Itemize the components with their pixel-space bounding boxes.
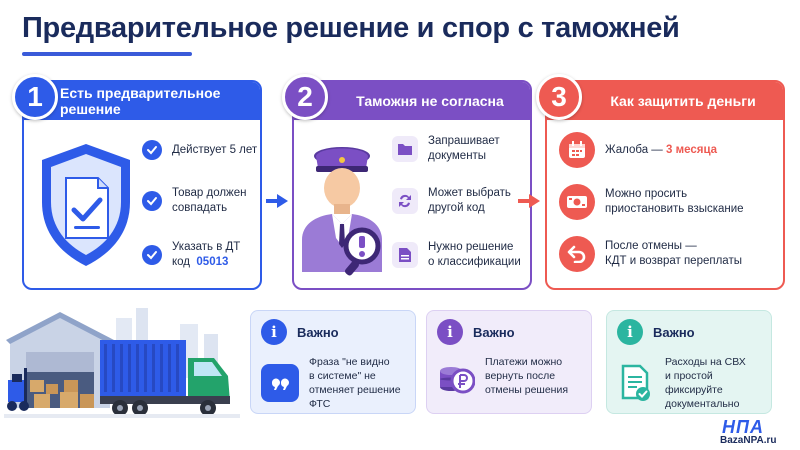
step-2-badge: 2	[282, 74, 328, 120]
calendar-icon	[559, 132, 595, 168]
complaint-term: 3 месяца	[666, 143, 718, 156]
step-1-heading: Есть предварительное решение	[24, 82, 260, 120]
customs-officer-icon	[302, 147, 382, 276]
step-3-card: Как защитить деньги Жалоба — 3 месяца Мо…	[545, 80, 785, 290]
money-icon	[559, 184, 595, 220]
site-link[interactable]: BazaNPA.ru	[720, 435, 777, 446]
warehouse-truck-illustration	[4, 308, 240, 418]
step-2-heading: Таможня не согласна	[294, 82, 530, 120]
info-icon: i	[437, 319, 463, 345]
arrow-right-icon	[518, 194, 540, 208]
coins-icon	[437, 357, 475, 395]
step-3-item-3: После отмены —КДТ и возврат переплаты	[559, 236, 742, 272]
step-1-badge: 1	[12, 74, 58, 120]
info-icon: i	[617, 319, 643, 345]
step-3-badge: 3	[536, 74, 582, 120]
step-1-card: Есть предварительное решение Действует 5…	[22, 80, 262, 290]
page-title: Предварительное решение и спор с таможне…	[22, 12, 680, 44]
check-icon	[142, 191, 162, 211]
folder-icon	[392, 136, 418, 162]
title-underline	[22, 52, 192, 56]
undo-icon	[559, 236, 595, 272]
checked-document-icon	[617, 364, 655, 402]
brand-logo: НПА	[722, 417, 764, 437]
step-1-item-1: Действует 5 лет	[142, 140, 257, 160]
info-icon: i	[261, 319, 287, 345]
step-3-item-1: Жалоба — 3 месяца	[559, 132, 717, 168]
shield-document-icon	[42, 144, 130, 266]
swap-icon	[392, 188, 418, 214]
arrow-right-icon	[266, 194, 288, 208]
check-icon	[142, 245, 162, 265]
quote-icon	[261, 364, 299, 402]
document-icon	[392, 242, 418, 268]
code-value: 05013	[196, 256, 229, 268]
check-icon	[142, 140, 162, 160]
step-3-heading: Как защитить деньги	[547, 82, 783, 120]
